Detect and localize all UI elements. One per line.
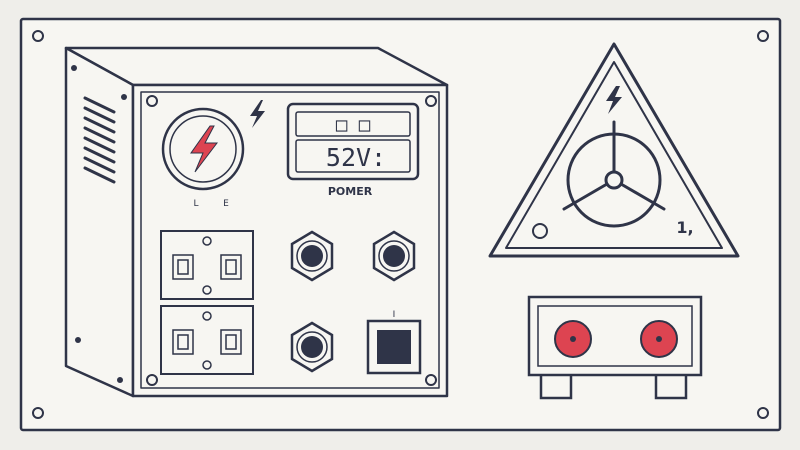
warning-sign [488, 42, 740, 258]
front-screws [146, 95, 437, 386]
display-top-readout: □ □ [336, 114, 371, 136]
jack-connector[interactable] [290, 230, 334, 282]
outlet-socket[interactable] [160, 305, 254, 375]
lightning-icon [250, 100, 265, 128]
plate-screws [32, 30, 769, 419]
outlet-socket[interactable] [160, 230, 254, 300]
terminal-red[interactable] [554, 320, 592, 358]
unit-side-face [64, 46, 135, 398]
lightning-icon [606, 86, 622, 114]
side-rivets [71, 65, 127, 383]
side-vent [83, 96, 116, 184]
lightning-icon [190, 125, 219, 173]
fan-icon [562, 120, 666, 228]
unit-front-inner [140, 91, 440, 389]
gauge-right-label: E [223, 199, 229, 209]
jack-connector[interactable] [372, 230, 416, 282]
power-label: POMER [328, 185, 373, 198]
warning-corner-text: 1, [676, 218, 693, 237]
digital-display [286, 102, 420, 181]
power-switch[interactable] [366, 319, 422, 375]
gauge-left-label: L [193, 199, 198, 209]
switch-mark: I [393, 310, 396, 320]
gauge [161, 107, 245, 191]
terminal-red[interactable] [640, 320, 678, 358]
display-value: 52V: [326, 143, 386, 172]
jack-connector[interactable] [290, 321, 334, 373]
